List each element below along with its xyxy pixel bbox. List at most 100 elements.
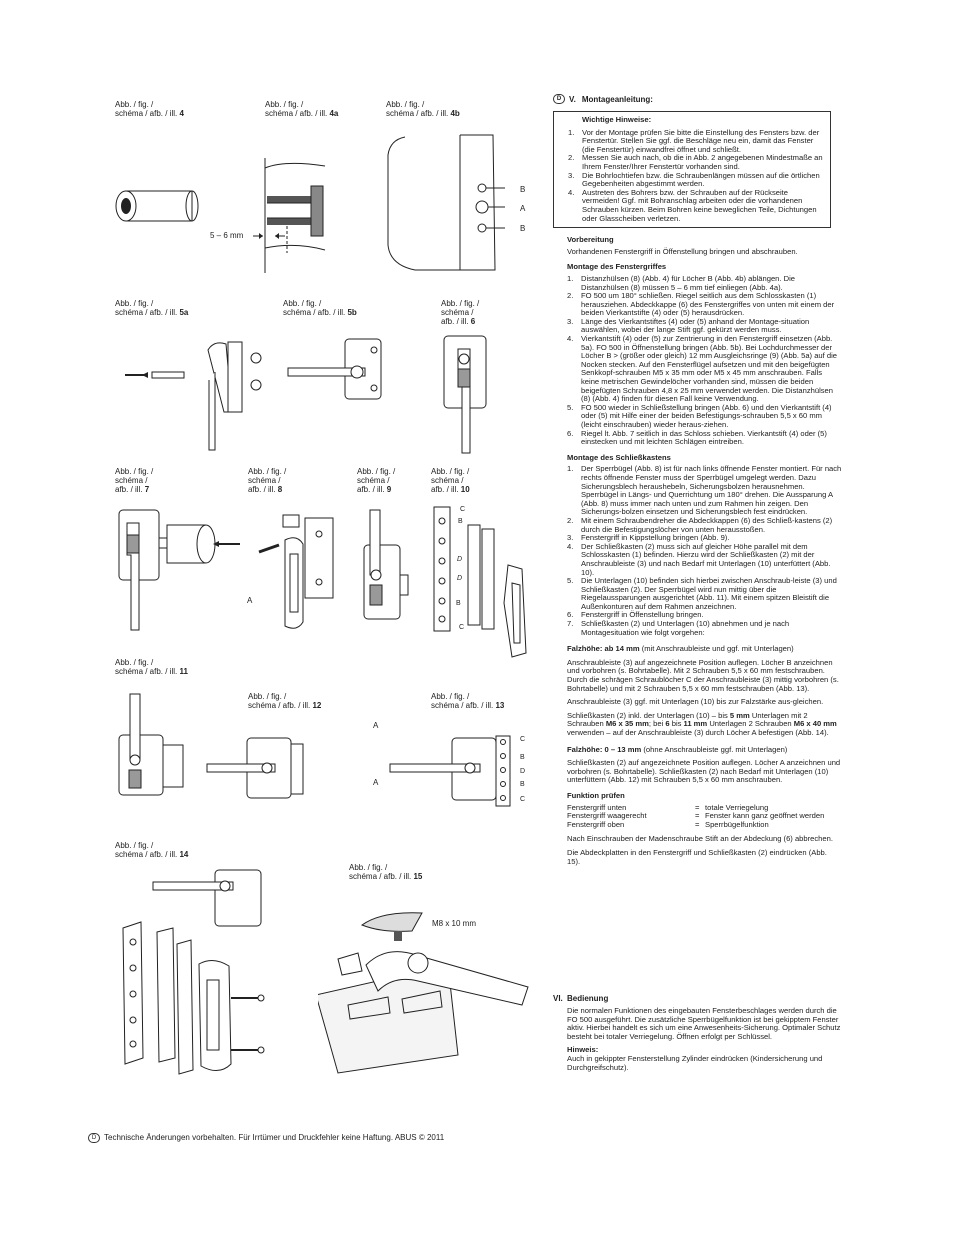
list-item: 1.Vor der Montage prüfen Sie bitte die E… [568,127,820,154]
list-item: 1.Der Sperrbügel (Abb. 8) ist für nach l… [567,464,842,517]
list-item: 2.FO 500 um 180° schließen. Riegel seitl… [567,291,835,318]
fig-8-locking-bracket [255,510,355,640]
fig-4b-label-a: A [520,204,526,213]
fig-5b-handle-open [283,336,393,406]
operation-paragraph: Die normalen Funktionen des eingebauten … [567,1006,841,1041]
section-vi-heading: VI. Bedienung [553,994,608,1003]
fig-4b-label-b1: B [520,185,526,194]
fig-4a-dimension: 5 – 6 mm [210,231,244,240]
section-vi-title: Bedienung [567,994,609,1003]
caption-fig-4a: Abb. / fig. /schéma / afb. / ill. 4a [265,100,339,118]
func-paragraph-1: Nach Einschrauben der Madenschraube Stif… [567,834,833,844]
caption-fig-6: Abb. / fig. /schéma /afb. / ill. 6 [441,299,480,326]
important-notes-box: Wichtige Hinweise: 1.Vor der Montage prü… [553,111,831,229]
lock-list: 1.Der Sperrbügel (Abb. 8) ist für nach l… [567,465,842,637]
grip-title: Montage des Fenstergriffes [567,262,667,272]
caption-fig-5a: Abb. / fig. /schéma / afb. / ill. 5a [115,299,189,317]
fig-12-without-rail [205,734,310,804]
fig-10-label-b2: B [456,600,461,607]
caption-fig-13: Abb. / fig. /schéma / afb. / ill. 13 [431,692,505,710]
instructions-column: Wichtige Hinweise: 1.Vor der Montage prü… [553,105,842,871]
fig-4b-label-b2: B [520,224,526,233]
lock-title: Montage des Schließkastens [567,452,671,462]
list-item: 5.Die Unterlagen (10) befinden sich hier… [567,576,837,611]
grip-list: 1.Distanzhülsen (8) (Abb. 4) für Löcher … [567,273,842,447]
caption-fig-4b: Abb. / fig. /schéma / afb. / ill. 4b [386,100,460,118]
list-item: 2.Messen Sie auch nach, ob die in Abb. 2… [568,153,823,171]
list-item: 5.FO 500 wieder in Schließstellung bring… [567,402,832,429]
important-notes-list: 1.Vor der Montage prüfen Sie bitte die E… [554,127,826,224]
fig-11-label-a1: A [373,721,379,730]
language-badge: D [553,94,565,104]
prep-title: Vorbereitung [567,235,614,245]
fig-10-label-b1: B [458,518,463,525]
falz2-heading: Falzhöhe: 0 – 13 mm (ohne Anschraubleist… [567,744,788,754]
fig-10-label-c2: C [459,624,465,631]
footer-language-badge: D [88,1133,100,1143]
caption-fig-12: Abb. / fig. /schéma / afb. / ill. 12 [248,692,322,710]
list-item: 4.Der Schließkasten (2) muss sich auf gl… [567,541,831,577]
note-text: Auch in gekippter Fensterstellung Zylind… [567,1053,823,1072]
fig-4a-section [205,158,335,273]
func-title: Funktion prüfen [567,790,625,800]
fig-11-label-a2: A [373,778,379,787]
fig-13-label-b2: B [520,781,525,788]
func-row: Fenstergriff unten=totale Verriegelung [567,802,769,812]
list-item: 2.Mit einem Schraubendreher die Abdeckka… [567,515,833,534]
func-row: Fenstergriff waagerecht=Fenster kann gan… [567,811,825,821]
list-item: 1.Distanzhülsen (8) (Abb. 4) für Löcher … [567,273,796,292]
fig-5a-handle-with-pin [120,330,270,460]
falz1-paragraph-1: Anschraubleiste (3) auf angezeichnete Po… [567,657,839,693]
fig-10-label-c1: C [460,506,466,513]
list-item: 3.Länge des Vierkantstiftes (4) oder (5)… [567,316,810,335]
falz2-paragraph: Schließkasten (2) auf angezeichnete Posi… [567,758,841,785]
section-v-number: V. [569,94,576,104]
list-item: 6.Fenstergriff in Öffenstellung bringen. [567,610,704,620]
caption-fig-11: Abb. / fig. /schéma / afb. / ill. 11 [115,658,188,676]
fig-8-label-a: A [247,596,253,605]
list-item: 4.Vierkantstift (4) oder (5) zur Zentrie… [567,334,837,404]
list-item: 3.Fenstergriff in Kippstellung bringen (… [567,533,730,543]
list-item: 4.Austreten des Bohrers bzw. der Schraub… [568,187,817,223]
fig-6-handle-closed [440,333,500,458]
fig-7-bolt-insert [115,505,250,635]
fig-15-cover-assembly [318,895,538,1085]
caption-fig-10: Abb. / fig. /schéma /afb. / ill. 10 [431,467,470,494]
fig-10-label-d1: D [457,556,463,563]
caption-fig-5b: Abb. / fig. /schéma / afb. / ill. 5b [283,299,357,317]
fig-9-handle-tilt [356,505,416,630]
func-row: Fenstergriff oben=Sperrbügelfunktion [567,819,769,829]
caption-fig-15: Abb. / fig. /schéma / afb. / ill. 15 [349,863,423,881]
fig-14-strike-mounting [113,858,273,1088]
section-v-heading: D V. Montageanleitung: [553,94,653,104]
operation-text: Die normalen Funktionen des eingebauten … [567,1006,842,1077]
fig-13-label-d: D [520,768,526,775]
falz1-heading: Falzhöhe: ab 14 mm (mit Anschraubleiste … [567,644,794,654]
caption-fig-14: Abb. / fig. /schéma / afb. / ill. 14 [115,841,189,859]
fig-10-strike-assembly [430,503,535,663]
fig-13-label-b1: B [520,754,525,761]
list-item: 3.Die Bohrlochtiefen bzw. die Schraubenl… [568,170,820,189]
falz1-paragraph-2: Anschraubleiste (3) ggf. mit Unterlagen … [567,697,824,707]
fig-13-label-c2: C [520,796,526,803]
fig-10-label-d2: D [457,575,463,582]
caption-fig-7: Abb. / fig. /schéma /afb. / ill. 7 [115,467,154,494]
fig-13-label-c1: C [520,736,526,743]
section-vi-number: VI. [553,994,563,1003]
section-v-title: Montageanleitung: [581,94,653,104]
func-paragraph-2: Die Abdeckplatten in den Fenstergriff un… [567,847,827,866]
fig-13-with-rail [388,734,518,809]
prep-text: Vorhandenen Fenstergriff in Öffenstellun… [567,246,798,256]
caption-fig-4: Abb. / fig. /schéma / afb. / ill. 4 [115,100,184,118]
caption-fig-8: Abb. / fig. /schéma /afb. / ill. 8 [248,467,287,494]
footer-text: Technische Änderungen vorbehalten. Für I… [104,1133,445,1143]
important-notes-title: Wichtige Hinweise: [582,115,652,124]
caption-fig-9: Abb. / fig. /schéma /afb. / ill. 9 [357,467,396,494]
footer: D Technische Änderungen vorbehalten. Für … [88,1133,444,1143]
falz1-paragraph-3: Schließkasten (2) inkl. der Unterlagen (… [567,710,837,737]
note-title: Hinweis: [567,1045,599,1055]
list-item: 7.Schließkasten (2) und Unterlagen (10) … [567,619,790,637]
fig-4-spacer-sleeve [114,183,204,233]
fig-15-screw-label: M8 x 10 mm [432,919,477,928]
fig-11-alignment [115,690,190,805]
